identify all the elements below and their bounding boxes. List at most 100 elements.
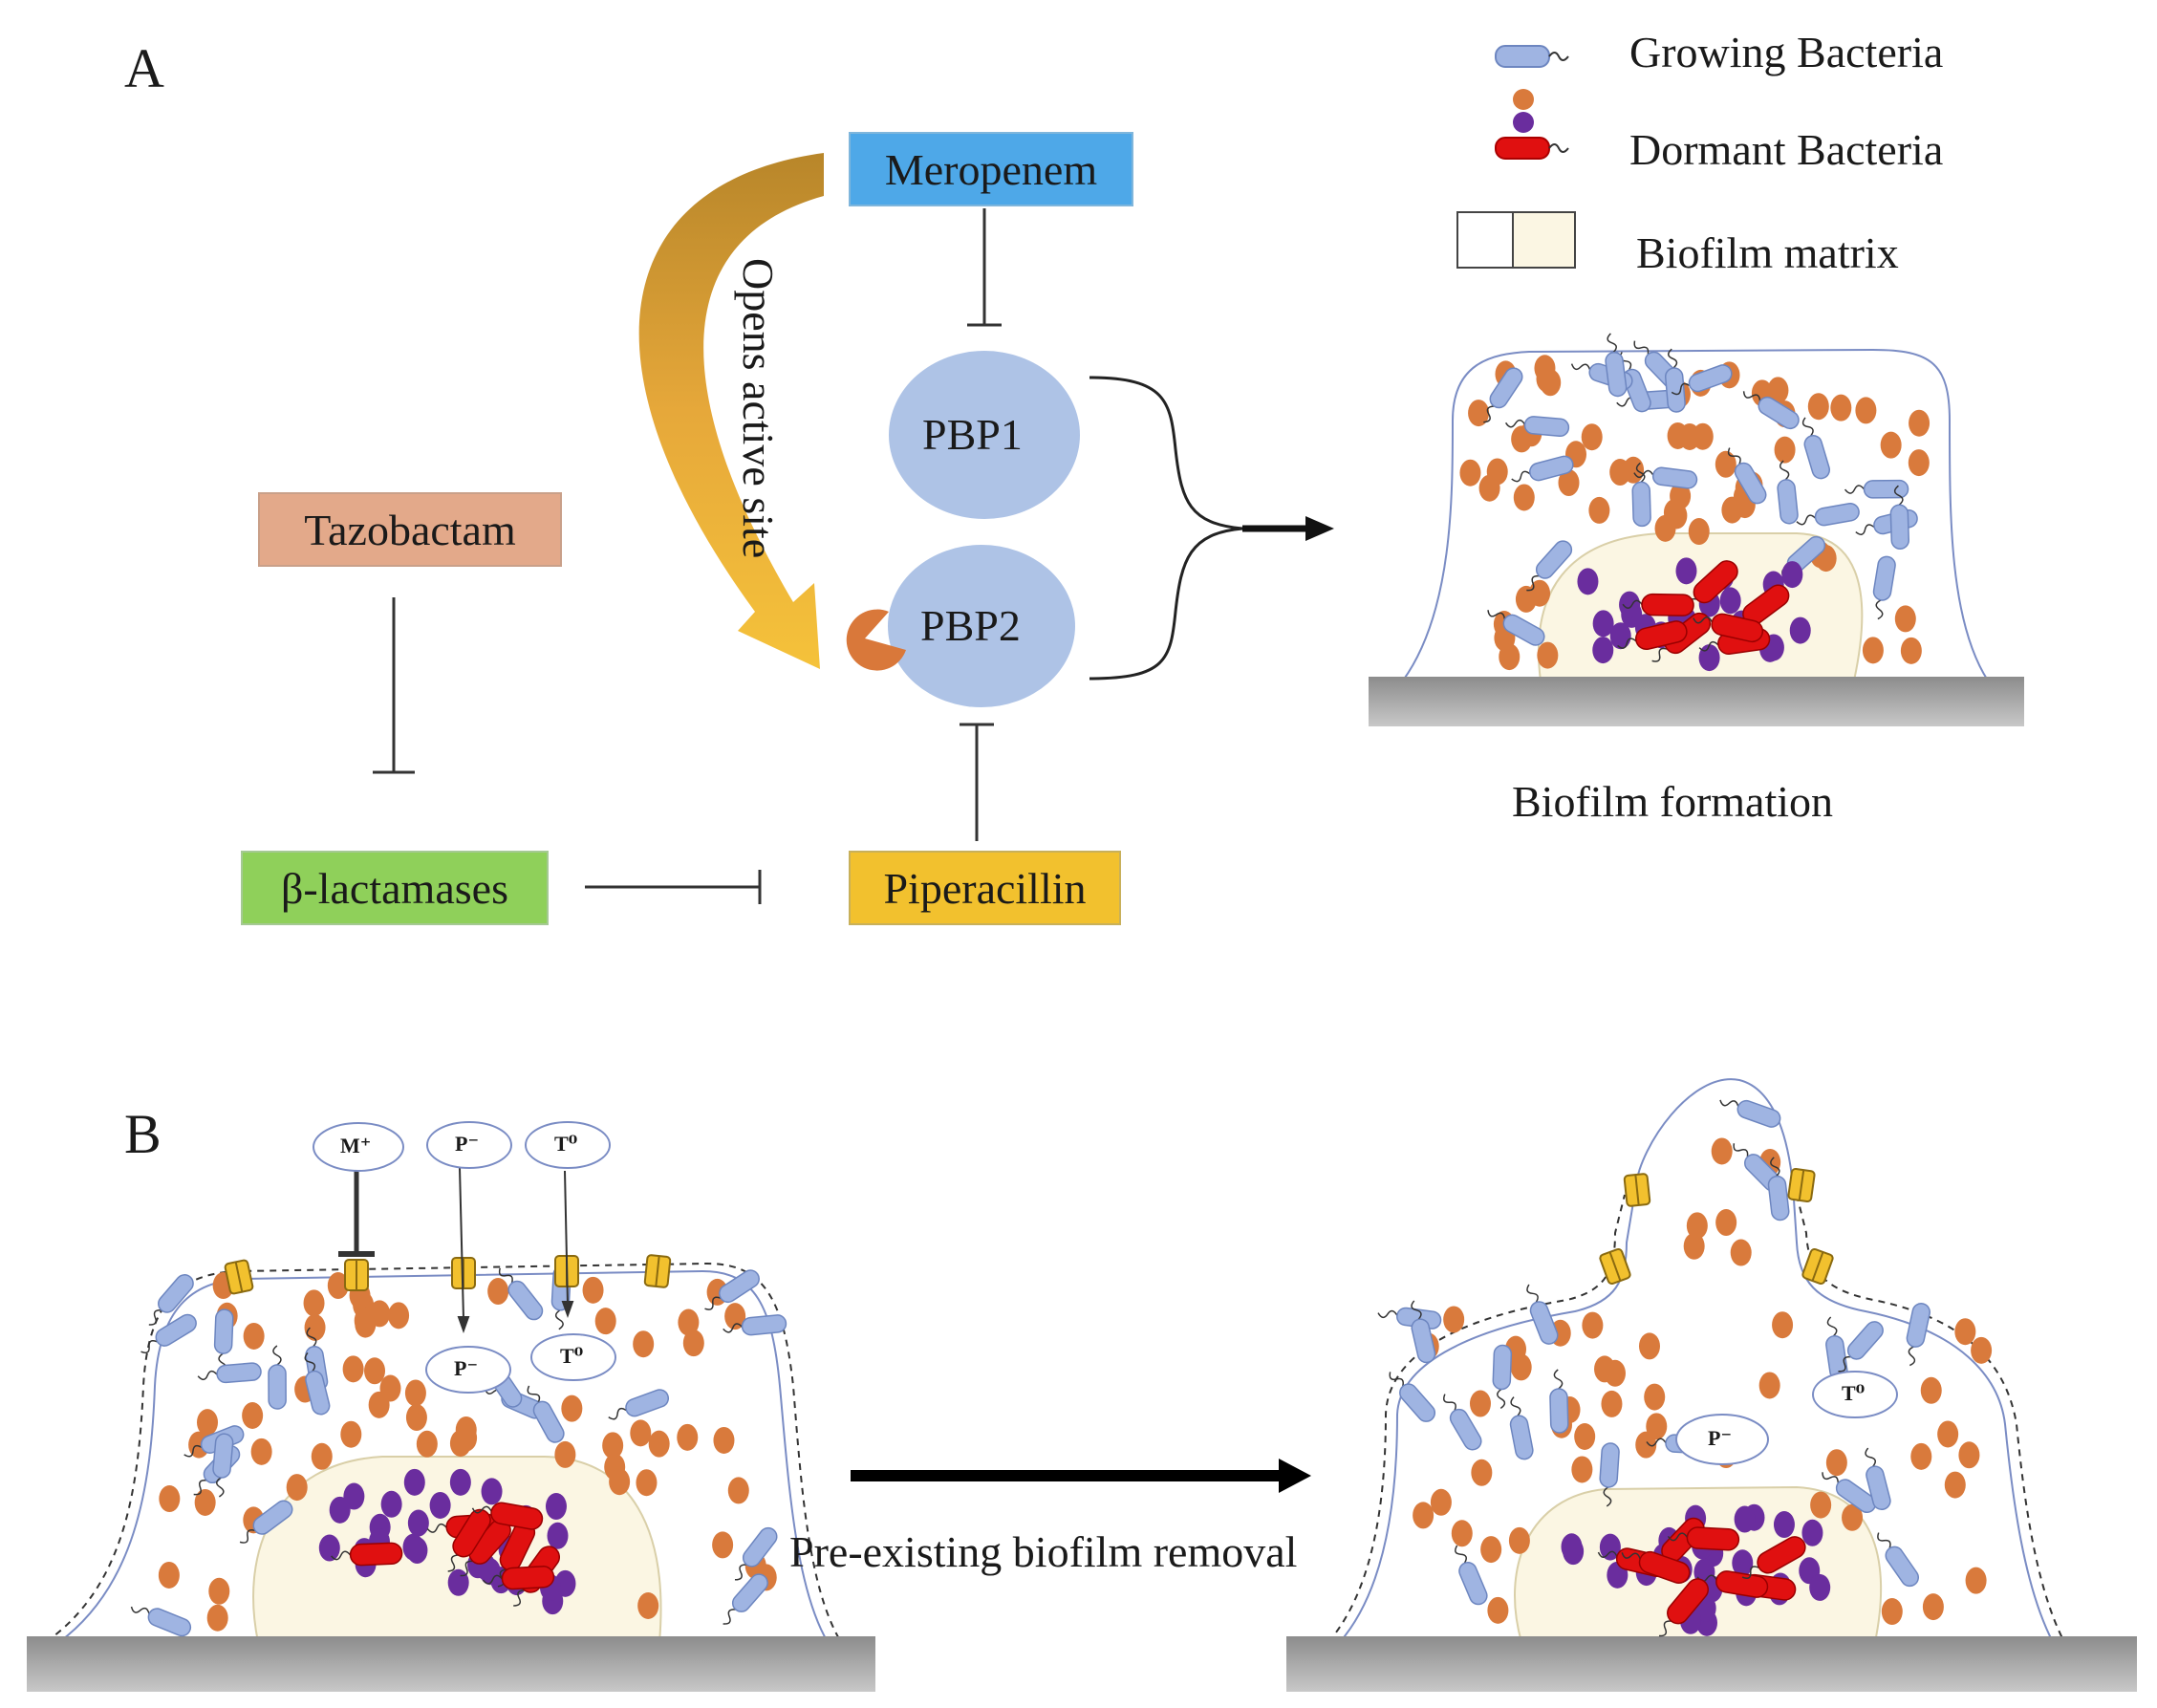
growing-coccus xyxy=(1469,1390,1491,1417)
growing-coccus xyxy=(242,1402,264,1429)
growing-rod xyxy=(1411,1300,1436,1364)
growing-coccus xyxy=(379,1374,401,1402)
growing-coccus xyxy=(1644,1383,1666,1411)
inner-p-minus-label: P⁻ xyxy=(454,1356,479,1380)
active-site-pocket-icon xyxy=(846,609,906,671)
growing-rod xyxy=(608,1389,670,1420)
growing-coccus xyxy=(1537,641,1559,669)
growing-coccus xyxy=(1830,394,1852,422)
growing-coccus xyxy=(286,1474,308,1502)
growing-coccus xyxy=(1909,409,1931,437)
growing-rod xyxy=(1727,447,1767,505)
growing-rod xyxy=(148,1274,194,1326)
channel-icon xyxy=(224,1259,254,1295)
growing-coccus xyxy=(364,1357,386,1385)
growing-coccus xyxy=(1922,1593,1944,1621)
growing-coccus xyxy=(1480,1536,1502,1564)
growing-coccus xyxy=(712,1531,734,1559)
right-t-zero-label: T⁰ xyxy=(1842,1381,1866,1405)
pbp2-label: PBP2 xyxy=(920,601,1021,650)
growing-rod xyxy=(1664,348,1686,413)
growing-coccus xyxy=(208,1577,230,1605)
ion-p-minus-label: P⁻ xyxy=(455,1132,480,1156)
growing-rod xyxy=(1487,610,1545,646)
growing-coccus xyxy=(206,1604,228,1632)
growing-rod xyxy=(304,1351,331,1416)
growing-coccus xyxy=(487,1278,509,1306)
growing-coccus xyxy=(1487,1596,1509,1624)
channel-icon xyxy=(1623,1173,1651,1207)
growing-coccus xyxy=(648,1430,670,1458)
dormant-coccus xyxy=(1781,561,1803,589)
growing-rod xyxy=(1906,1303,1931,1367)
growing-rod xyxy=(1492,1344,1513,1410)
growing-coccus xyxy=(1443,1306,1465,1333)
growing-coccus xyxy=(1678,422,1700,450)
growing-coccus xyxy=(1508,1526,1530,1554)
growing-coccus xyxy=(388,1302,410,1330)
dormant-coccus xyxy=(1801,1519,1823,1546)
growing-rod xyxy=(1511,455,1574,483)
growing-coccus xyxy=(1862,637,1884,664)
growing-coccus xyxy=(1430,1488,1452,1516)
channel-icon xyxy=(1801,1247,1834,1286)
channel-icon xyxy=(1599,1247,1631,1286)
growing-coccus xyxy=(1881,1598,1903,1626)
growing-coccus xyxy=(1855,397,1877,424)
growing-coccus xyxy=(1958,1441,1980,1469)
channel-icon xyxy=(643,1254,672,1288)
growing-rod xyxy=(1877,1532,1919,1588)
growing-coccus xyxy=(1513,484,1535,511)
legend-growing-icon xyxy=(1495,45,1569,110)
growing-coccus xyxy=(1451,1520,1473,1547)
dormant-coccus xyxy=(1734,1505,1756,1533)
growing-coccus xyxy=(1609,459,1631,486)
panel-a-label: A xyxy=(124,37,164,99)
dormant-coccus xyxy=(1789,616,1811,644)
growing-coccus xyxy=(713,1426,735,1454)
growing-coccus xyxy=(1715,450,1736,478)
tazobactam-inhibits-blactamase xyxy=(373,597,415,774)
inner-t-zero-oval xyxy=(530,1333,616,1381)
growing-coccus xyxy=(1920,1376,1942,1404)
opens-active-site-arrow xyxy=(638,153,824,669)
growing-coccus xyxy=(404,1379,426,1407)
dormant-rod xyxy=(1658,1578,1710,1637)
growing-coccus xyxy=(1471,1459,1493,1486)
meropenem-inhibits-pbp1 xyxy=(967,208,1002,327)
growing-coccus xyxy=(1686,1212,1708,1240)
growing-coccus xyxy=(1971,1336,1993,1364)
growing-coccus xyxy=(456,1424,478,1452)
growing-rod xyxy=(268,1345,287,1410)
dormant-coccus xyxy=(380,1490,402,1518)
growing-coccus xyxy=(1711,1137,1733,1165)
dormant-coccus xyxy=(1719,587,1741,615)
growing-rod xyxy=(1872,555,1896,620)
growing-coccus xyxy=(1774,436,1796,464)
inner-p-minus-oval xyxy=(425,1346,511,1394)
dormant-rod xyxy=(1667,1526,1740,1551)
growing-coccus xyxy=(727,1477,749,1504)
growing-coccus xyxy=(342,1355,364,1383)
dormant-coccus xyxy=(1619,591,1641,618)
dormant-coccus xyxy=(403,1468,425,1496)
dormant-rod xyxy=(1693,613,1764,643)
growing-coccus xyxy=(1571,1456,1593,1483)
growing-coccus xyxy=(243,1322,265,1350)
legend-dormant-label: Dormant Bacteria xyxy=(1629,125,1944,174)
growing-coccus xyxy=(197,1409,219,1437)
growing-rod xyxy=(1377,1307,1442,1330)
growing-rod xyxy=(130,1606,192,1637)
dormant-coccus xyxy=(1773,1511,1795,1539)
growing-coccus xyxy=(602,1432,624,1459)
to-biofilm-arrow xyxy=(1242,516,1334,541)
dormant-rod xyxy=(1621,1550,1691,1584)
growing-coccus xyxy=(1588,496,1610,524)
growing-coccus xyxy=(1758,1372,1780,1399)
growing-coccus xyxy=(1683,1232,1705,1260)
growing-coccus xyxy=(1772,1311,1794,1339)
growing-rod xyxy=(1549,1369,1569,1434)
dormant-coccus xyxy=(406,1537,428,1565)
dormant-coccus xyxy=(547,1522,569,1549)
growing-coccus xyxy=(327,1272,349,1300)
